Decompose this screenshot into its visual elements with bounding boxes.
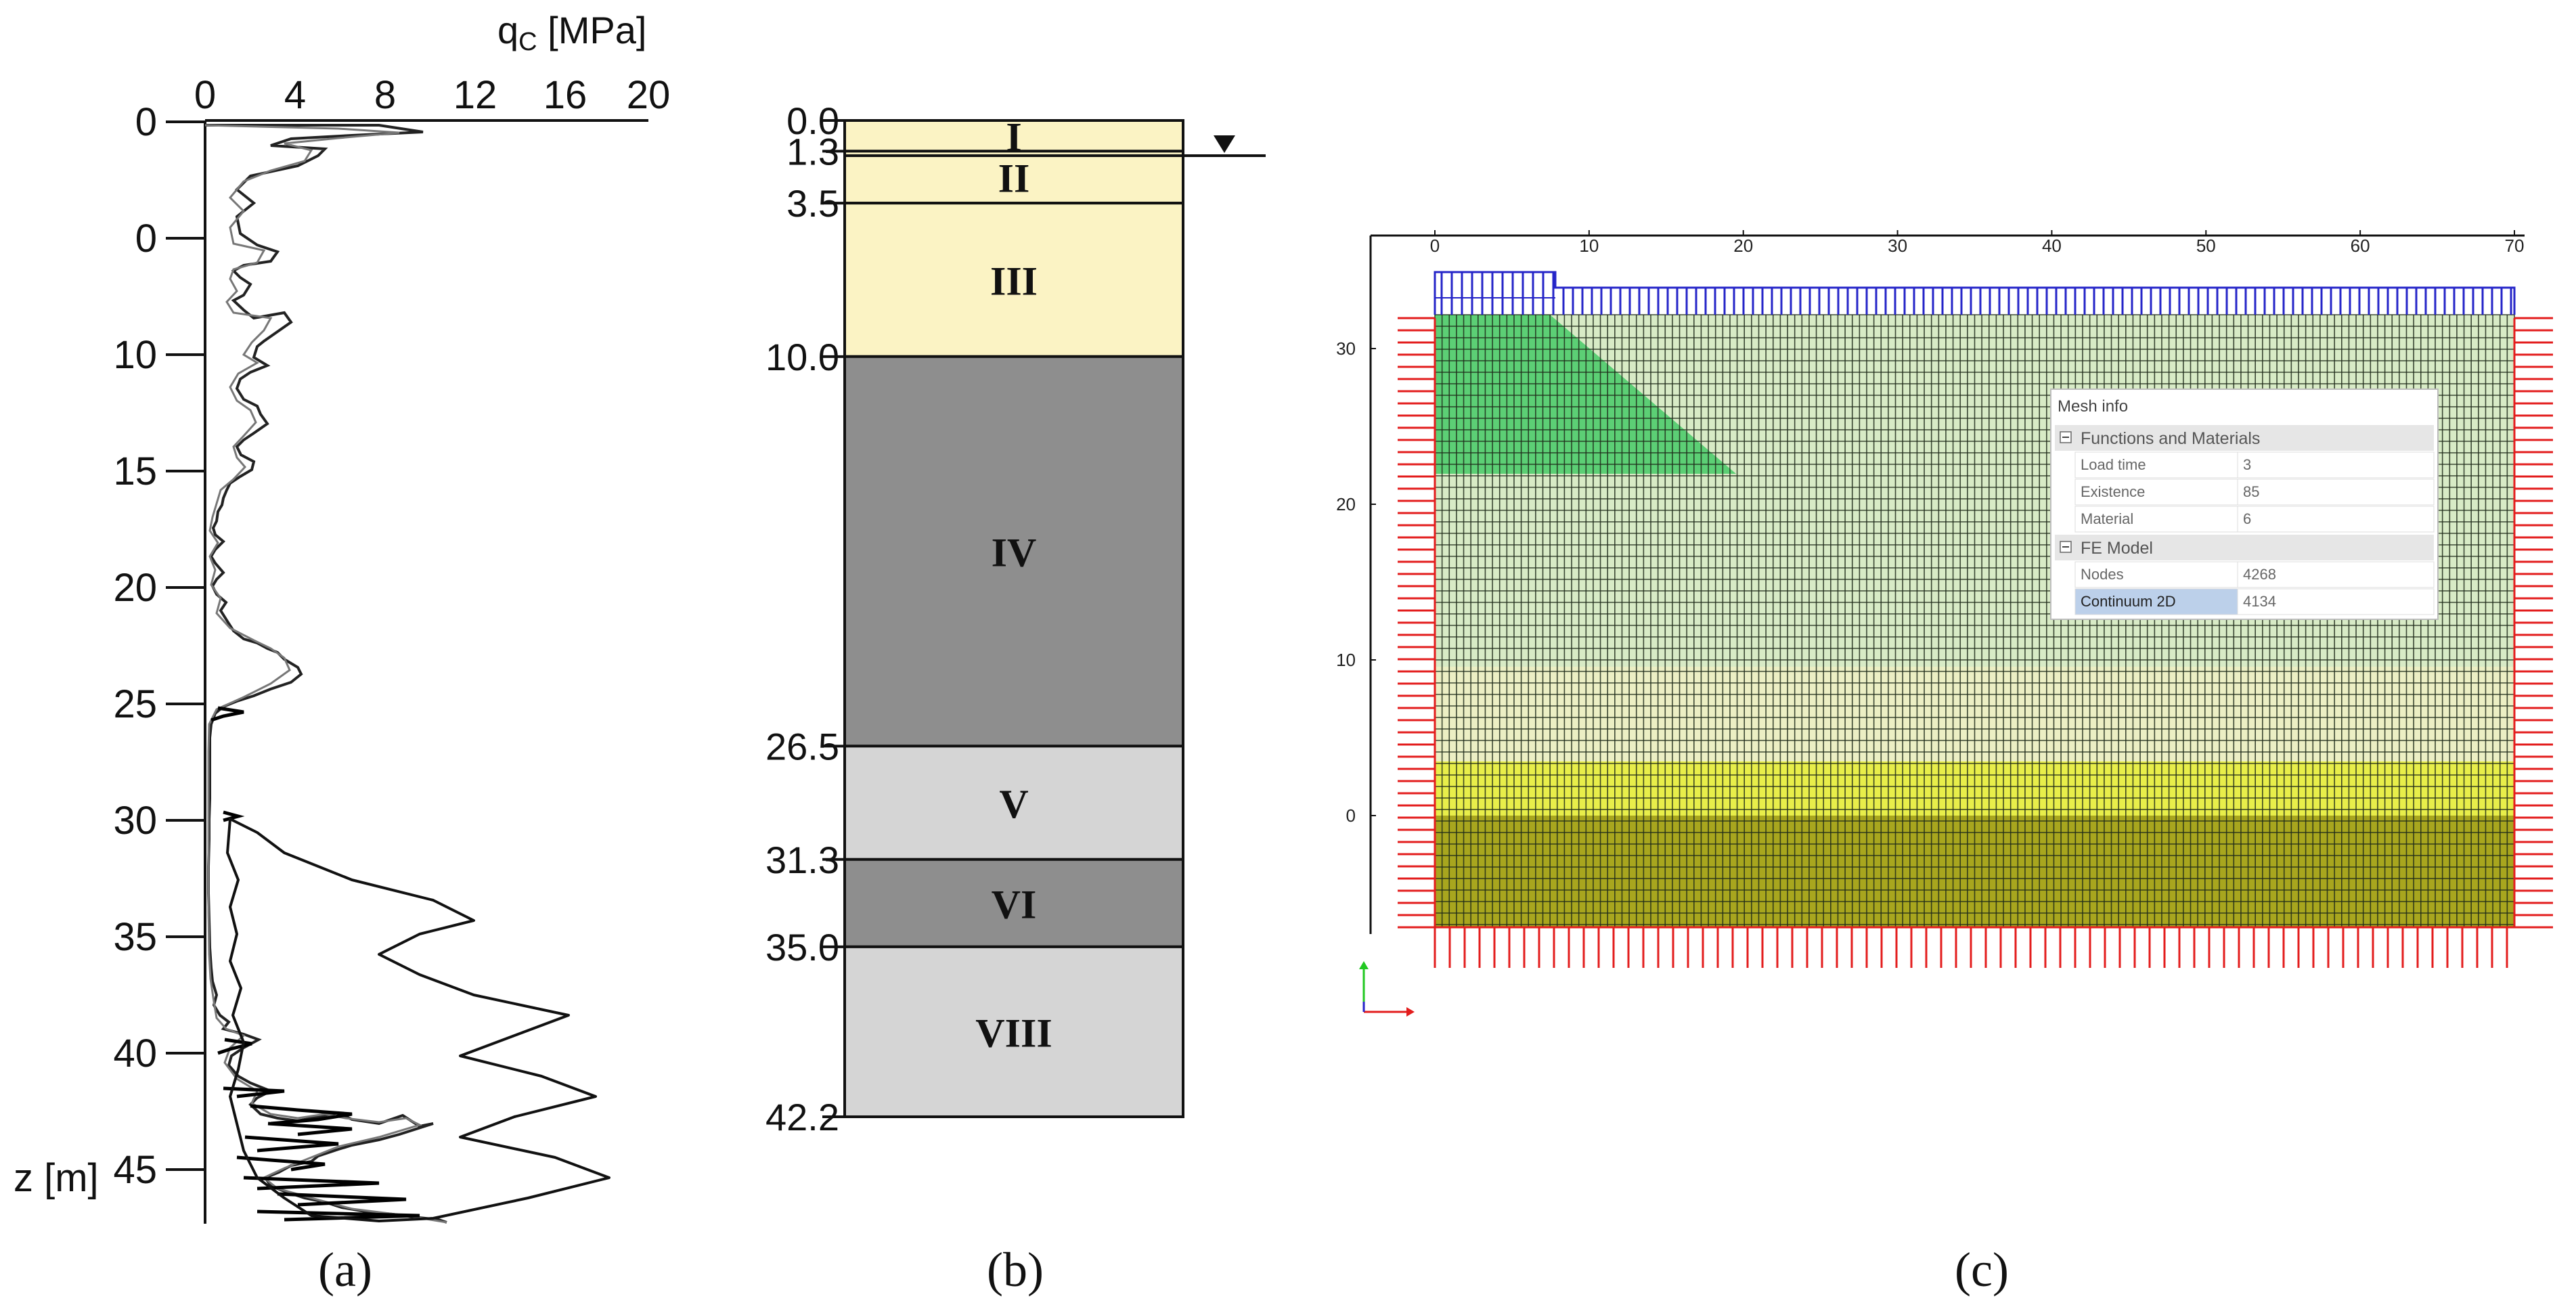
soil-layer-label: IV [992,531,1037,575]
soil-layer-label: I [1006,115,1021,160]
panel-c-x-ticks: 0 10 20 30 40 50 60 70 [1430,230,2525,256]
mesh-info-row-value: 4134 [2243,593,2276,610]
mesh-info-row-value: 85 [2243,483,2259,500]
panel-c-x-tick-label: 10 [1579,236,1599,256]
soil-layer [843,745,1184,861]
mesh-info-row-value: 4268 [2243,566,2276,583]
panel-b-depth-labels: 0.01.33.510.026.531.335.042.2 [765,99,845,1138]
panel-b-caption: (b) [987,1243,1044,1297]
panel-c-y-tick-label: 10 [1336,650,1356,670]
panel-a-x-tick-label: 12 [453,73,497,117]
panel-c-x-tick-label: 30 [1888,236,1907,256]
panel-a-y-axis-label: z [m] [14,1156,99,1200]
panel-c-x-tick-label: 20 [1733,236,1753,256]
panel-a-y-tick-label: 35 [113,915,157,959]
panel-c-surface-load [1434,271,2516,315]
panel-a-x-tick-label: 8 [374,73,396,117]
axis-triad-icon [1359,961,1415,1017]
panel-a-caption: (a) [318,1243,372,1297]
soil-layer-label: V [999,782,1028,826]
panel-c-x-tick-label: 40 [2042,236,2062,256]
panel-c-boundary-supports [1398,317,2553,968]
panel-a-y-tick-label: 10 [113,333,157,377]
panel-c-x-tick-label: 50 [2196,236,2216,256]
soil-layer [843,150,1184,205]
panel-a-y-tick-label: 20 [113,566,157,610]
soil-layer-label: II [998,156,1030,201]
panel-a-x-tick-label: 20 [627,73,671,117]
panel-a-x-axis-label: qC [MPa] [497,9,646,56]
soil-layer-label: VI [992,882,1037,927]
mesh-info-row-label: Nodes [2081,566,2124,583]
mesh-info-row-value: 3 [2243,456,2251,473]
mesh-info-panel: Mesh info Functions and Materials Load t… [2050,389,2439,620]
panel-a-x-tick-label: 4 [284,73,306,117]
panel-c-y-tick-label: 0 [1346,805,1356,826]
panel-a-y-tick-label: 0 [135,100,157,144]
panel-c-x-tick-label: 70 [2505,236,2525,256]
panel-c-y-tick-label: 30 [1336,338,1356,359]
soil-layer [843,858,1184,948]
soil-layer-label: III [990,259,1038,303]
panel-c-y-tick-label: 20 [1336,494,1356,514]
panel-c-fe-model: 0 10 20 30 40 50 60 70 30 20 10 0 Mesh info [1336,230,2553,1297]
panel-a-y-tick-label: 30 [113,799,157,843]
mesh-info-row-value: 6 [2243,510,2251,527]
panel-a-y-tick-label: 45 [113,1148,157,1192]
panel-a-qc-spikes [210,706,420,1222]
panel-a-qc-trace-inner [204,124,447,1224]
mesh-info-section-functions: Functions and Materials [2081,429,2260,448]
mesh-info-row-label: Load time [2081,456,2146,473]
panel-a-x-tick-label: 16 [543,73,587,117]
panel-c-y-ticks: 30 20 10 0 [1336,338,1376,826]
panel-a-x-tick-label: 0 [194,73,216,117]
panel-a-y-tick-label: 40 [113,1031,157,1075]
panel-c-x-tick-label: 60 [2351,236,2370,256]
panel-c-caption: (c) [1955,1243,2009,1297]
mesh-info-title: Mesh info [2058,397,2128,416]
mesh-info-row-label: Existence [2081,483,2145,500]
soil-layer [843,945,1184,1118]
panel-a-y-ticks: 0 0 10 15 20 25 30 35 40 45 [113,100,205,1192]
soil-layer [843,202,1184,358]
panel-c-x-tick-label: 0 [1430,236,1440,256]
panel-a-y-tick-label: 15 [113,449,157,493]
panel-a-y-tick-label: 25 [113,682,157,726]
soil-layer-label: VIII [975,1011,1052,1055]
mesh-info-section-fe-model: FE Model [2081,539,2153,558]
panel-a-x-ticks: 0 4 8 12 16 20 [194,73,670,117]
mesh-info-row-label: Continuum 2D [2081,593,2176,610]
mesh-info-row-label: Material [2081,510,2133,527]
panel-a-dense-zone [226,818,610,1222]
panel-a-y-tick-label: 0 [135,217,157,261]
water-table-icon [1214,135,1235,153]
